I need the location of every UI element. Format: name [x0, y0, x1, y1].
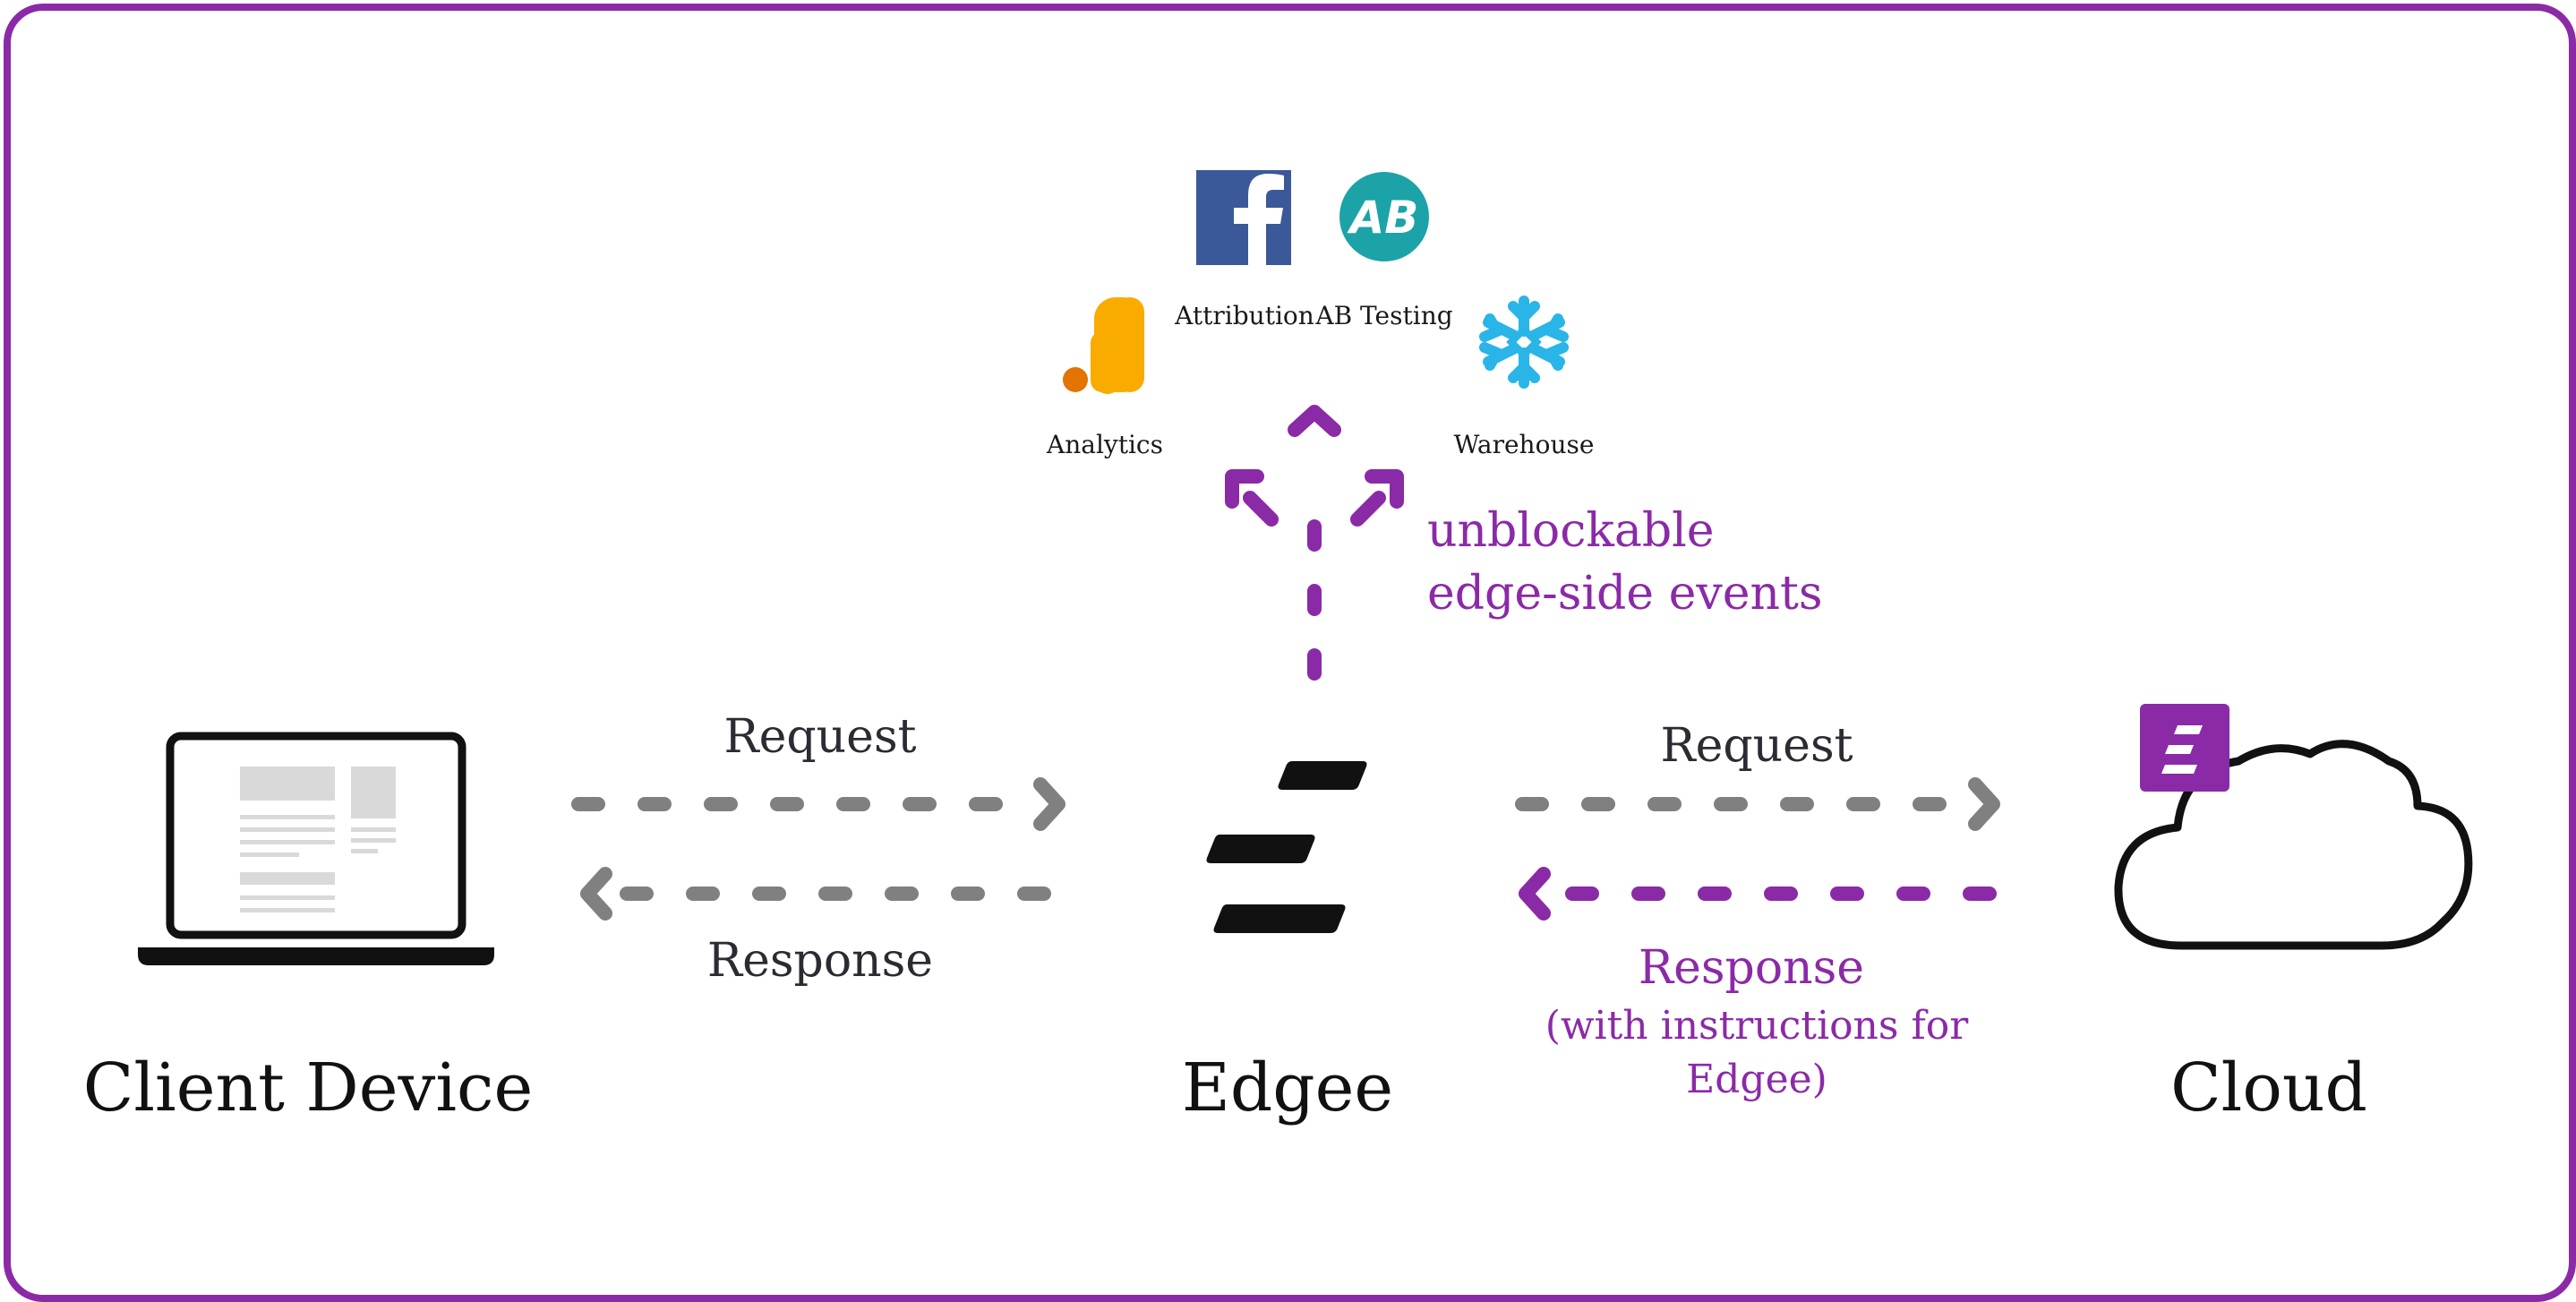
- svg-text:AB: AB: [1347, 192, 1419, 244]
- laptop-icon: [138, 732, 494, 965]
- edge-events-arrows: [1225, 405, 1404, 681]
- edge-events-line2: edge-side events: [1427, 567, 1823, 621]
- analytics-label: Analytics: [1046, 430, 1163, 459]
- right-response-note-line1: (with instructions for: [1545, 1003, 1970, 1049]
- google-analytics-icon: [1063, 297, 1144, 394]
- facebook-icon: [1196, 170, 1291, 265]
- left-response-label: Response: [707, 934, 933, 988]
- snowflake-icon: [1479, 296, 1569, 389]
- ab-testing-icon: AB: [1339, 172, 1429, 261]
- edgee-label: Edgee: [1182, 1049, 1393, 1126]
- client-device-label: Client Device: [83, 1049, 534, 1126]
- left-request-label: Request: [723, 710, 916, 764]
- edge-events-line1: unblockable: [1427, 504, 1715, 558]
- right-response-label: Response: [1639, 941, 1864, 995]
- edgee-logo-icon: [1206, 761, 1367, 933]
- left-request-arrow: [571, 777, 1065, 831]
- right-response-note-line2: Edgee): [1686, 1057, 1827, 1102]
- warehouse-label: Warehouse: [1454, 430, 1595, 459]
- left-response-arrow: [580, 867, 1073, 921]
- attribution-label: Attribution: [1174, 301, 1314, 330]
- right-request-arrow: [1515, 777, 2000, 831]
- right-request-label: Request: [1660, 719, 1853, 773]
- cloud-label: Cloud: [2170, 1049, 2367, 1126]
- edgee-cloud-badge-icon: [2140, 704, 2229, 792]
- cloud-icon: [2114, 740, 2473, 950]
- right-response-arrow: [1519, 867, 2004, 921]
- ab-testing-label: AB Testing: [1314, 301, 1452, 330]
